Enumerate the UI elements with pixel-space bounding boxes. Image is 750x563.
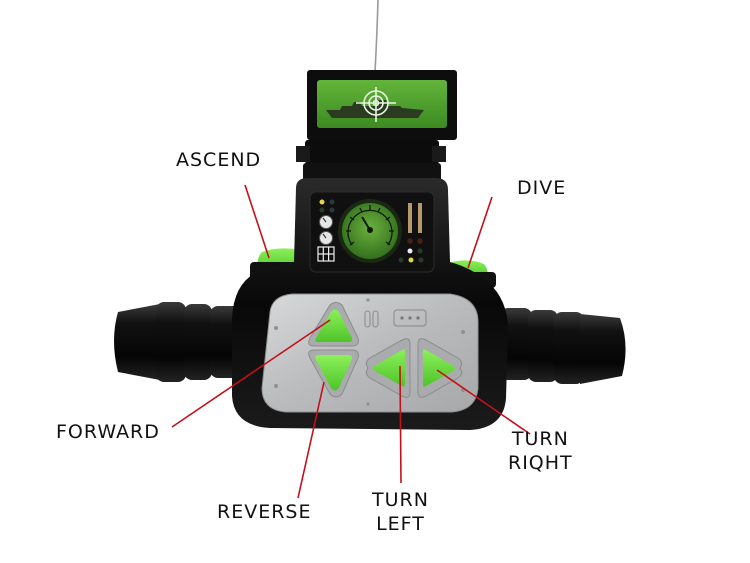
neck-block-upper [305,140,439,164]
callout-text: FORWARD [56,421,160,443]
led-icon [319,199,325,205]
callout-text-line-2: RIQHT [508,452,573,474]
callout-label-reverse: REVERSE [217,500,311,524]
callout-text-line-1: TURN [372,489,429,511]
callout-text-line-1: TURN [511,428,569,450]
crosshair-icon [356,87,396,122]
callout-line-turn-right [436,369,531,435]
callout-label-turn-left: TURN LEFT [372,488,429,536]
antenna [374,0,379,73]
turn-left-button[interactable] [365,338,411,398]
turn-right-button[interactable] [417,338,463,398]
instrument-panel [309,191,435,273]
callout-text: REVERSE [217,501,312,523]
target-screen [307,70,457,140]
right-handle[interactable] [500,308,626,384]
callout-line-forward [171,319,331,428]
callout-label-ascend: ASCEND [176,148,261,172]
callout-line-turn-left [399,365,402,484]
callout-text: ASCEND [176,149,262,171]
callout-line-ascend [244,184,270,259]
callout-label-forward: FORWARD [56,420,160,444]
callout-label-turn-right: TURN RIQHT [508,427,573,475]
left-handle[interactable] [114,302,242,382]
forward-button[interactable] [308,302,359,347]
callout-label-dive: DIVE [517,176,566,200]
callout-text-line-2: LEFT [376,513,425,535]
grid-icon [317,246,335,262]
callout-line-dive [467,196,493,269]
callout-line-reverse [297,381,325,499]
callout-text: DIVE [517,177,567,199]
reverse-button[interactable] [308,349,359,398]
ship-silhouette-icon [326,100,424,118]
